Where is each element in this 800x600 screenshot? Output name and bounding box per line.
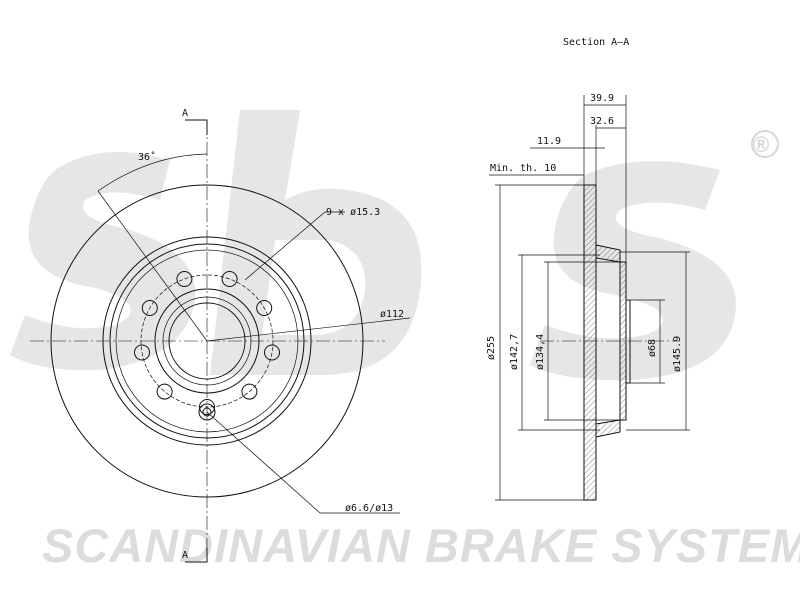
bolt-hole bbox=[256, 300, 273, 316]
flange-diameter-label: ø145.9 bbox=[672, 336, 683, 372]
sbs-logo-watermark bbox=[10, 110, 736, 381]
front-view: A A 36˚ 9 x ø15.3 ø112 ø6.6/ø13 bbox=[30, 108, 411, 563]
bolt-hole bbox=[134, 344, 150, 361]
section-mark-bottom: A bbox=[182, 550, 188, 561]
registered-mark-circle bbox=[751, 130, 779, 158]
bolt-holes-group bbox=[134, 271, 280, 415]
bolt-hole-leader bbox=[244, 211, 345, 281]
hat-lower-wall bbox=[595, 419, 621, 438]
bolt-hole bbox=[141, 300, 158, 316]
bolt-hole bbox=[241, 383, 258, 400]
section-title: Section A–A bbox=[563, 37, 629, 48]
bolt-hole bbox=[264, 344, 280, 361]
center-diameter-label: ø68 bbox=[647, 339, 658, 357]
angle-arc bbox=[97, 153, 208, 192]
angle-label: 36˚ bbox=[138, 151, 156, 163]
registered-trademark-mark: ® bbox=[753, 132, 769, 157]
bolt-hole bbox=[156, 383, 173, 400]
small-hole-leader bbox=[206, 411, 400, 514]
bolt-hole bbox=[221, 271, 238, 287]
total-width-label: 39.9 bbox=[590, 93, 614, 104]
section-arrow-bottom bbox=[185, 548, 208, 563]
inner-diameter-label: ø134,4 bbox=[535, 334, 546, 370]
brand-watermark-text: SCANDINAVIAN BRAKE SYSTEMS bbox=[42, 519, 800, 572]
bolt-hole bbox=[176, 271, 193, 287]
small-hole-label: ø6.6/ø13 bbox=[345, 503, 393, 514]
outer-diameter-label: ø255 bbox=[486, 336, 497, 360]
hat-diameter-label: ø142,7 bbox=[509, 334, 520, 370]
pcd-leader bbox=[206, 317, 411, 342]
hat-width-label: 32.6 bbox=[590, 116, 614, 127]
section-arrow-top bbox=[185, 119, 208, 135]
friction-ring-section bbox=[583, 184, 597, 501]
angle-leader bbox=[97, 190, 208, 342]
pcd-label: ø112 bbox=[380, 309, 404, 320]
bolt-holes-label: 9 x ø15.3 bbox=[326, 207, 380, 218]
min-thickness-label: Min. th. 10 bbox=[490, 163, 556, 174]
thickness-label: 11.9 bbox=[537, 136, 561, 147]
small-hole-outer bbox=[198, 403, 216, 421]
section-view: Section A–A 39.9 32.6 11.9 Min. th. 10 ø… bbox=[486, 37, 690, 501]
section-mark-top: A bbox=[182, 108, 188, 119]
